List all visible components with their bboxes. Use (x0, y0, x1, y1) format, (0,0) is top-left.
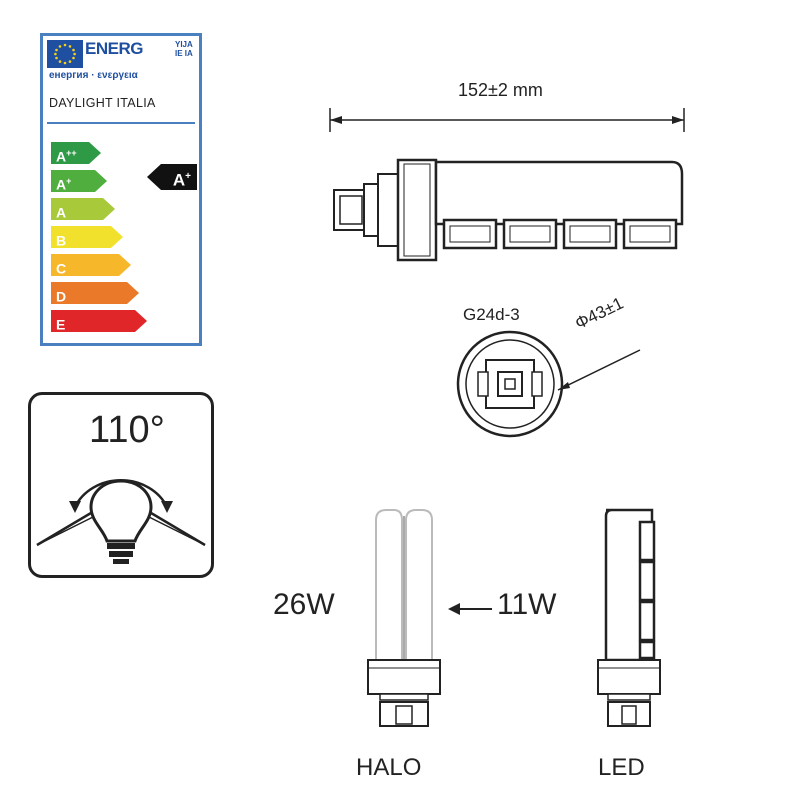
led-lamp-drawing (597, 508, 661, 727)
energy-class-bar: A (51, 198, 115, 220)
energy-label: ENERG YIJA IE IA енергия · ενεργεια DAYL… (40, 33, 202, 346)
energy-rating-indicator: A+ (147, 164, 197, 190)
beam-angle-value: 110° (89, 409, 165, 451)
energy-header-suffix: IE IA (175, 49, 193, 58)
label-divider (47, 122, 195, 124)
length-dimension-label: 152±2 mm (458, 80, 543, 100)
halo-lamp-drawing (367, 509, 441, 727)
energy-subheader: енергия · ενεργεια (49, 70, 138, 81)
light-bulb-icon (36, 478, 206, 564)
energy-class-bar: E (51, 310, 147, 332)
energy-class-bar: D (51, 282, 139, 304)
arrow-left-icon (448, 603, 492, 615)
halo-label: HALO (356, 754, 422, 781)
led-wattage: 11W (497, 588, 557, 621)
energy-class-bar: A+ (51, 170, 107, 192)
led-lamp-side-view (329, 108, 685, 262)
energy-class-bar: B (51, 226, 123, 248)
beam-angle-box: 110° (28, 392, 214, 578)
energy-header-suffix: YIJA (175, 40, 193, 49)
socket-end-view (456, 330, 641, 438)
led-label: LED (598, 754, 645, 781)
eu-flag-icon (47, 40, 83, 68)
brand-name: DAYLIGHT ITALIA (49, 96, 156, 110)
energy-header: ENERG (85, 39, 143, 58)
energy-class-bar: A++ (51, 142, 101, 164)
socket-type-label: G24d-3 (463, 305, 520, 324)
halo-wattage: 26W (273, 588, 335, 621)
energy-class-bar: C (51, 254, 131, 276)
